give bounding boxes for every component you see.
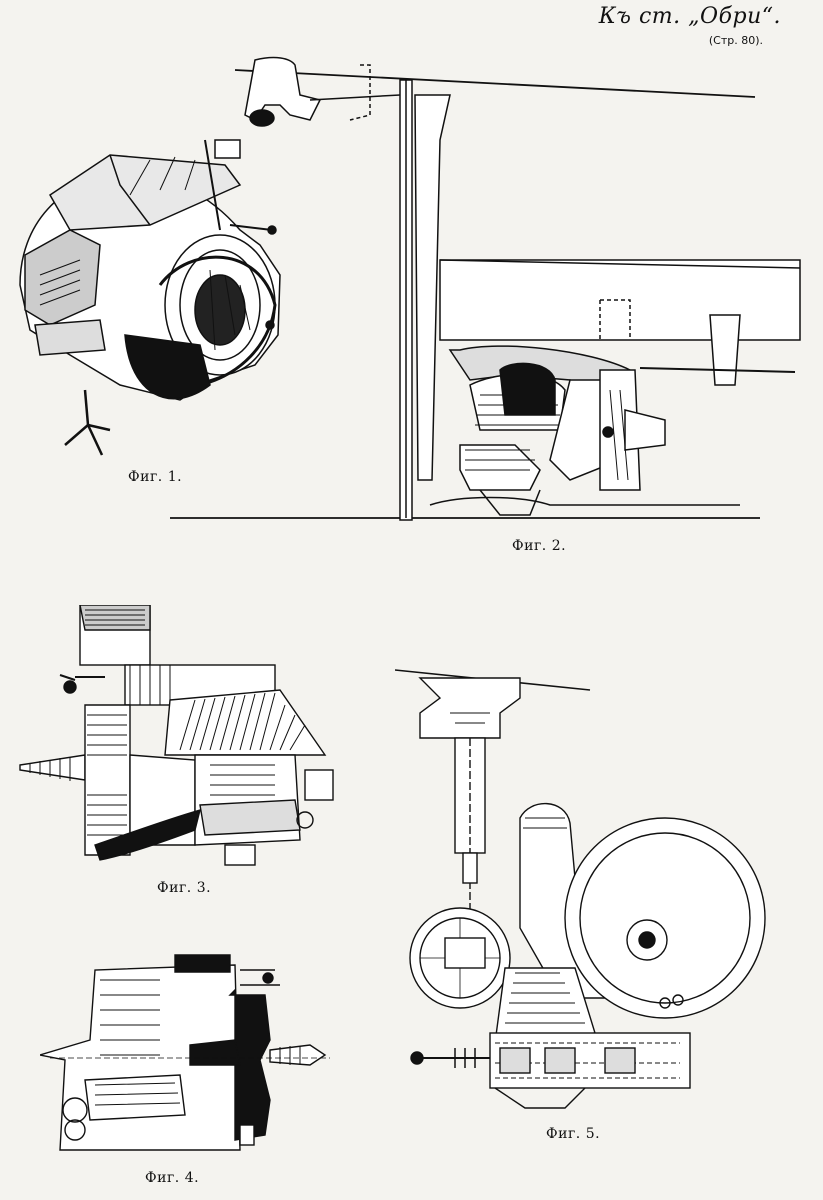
page-reference: (Стр. 80). [708,34,763,47]
figure-2-caption: Фиг. 2. [512,538,567,554]
figure-2-drawing [170,50,810,530]
figure-3-drawing [15,605,345,870]
figure-3-caption: Фиг. 3. [157,880,212,896]
figure-1-drawing [10,135,300,465]
article-reference: Къ ст. „Обри“. [598,4,781,29]
figure-4-caption: Фиг. 4. [145,1170,200,1186]
figure-1-caption: Фиг. 1. [128,469,183,485]
figure-5-caption: Фиг. 5. [546,1126,601,1142]
figure-5-drawing [395,668,775,1118]
figure-4-drawing [40,950,340,1160]
